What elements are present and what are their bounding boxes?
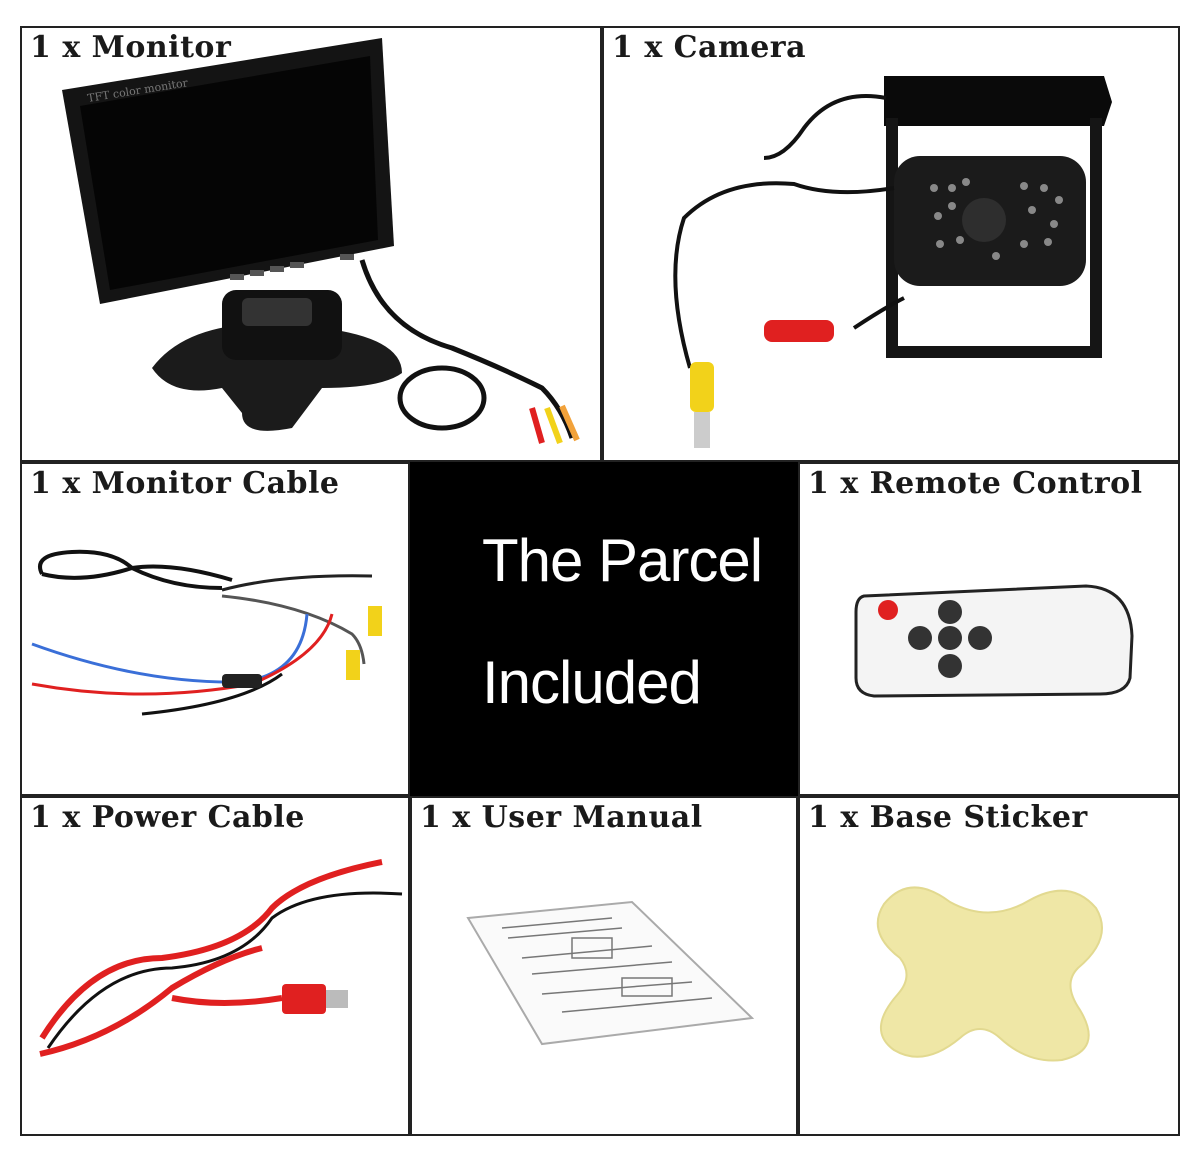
monitor-cable-image — [31, 549, 382, 716]
parcel-included-banner: The Parcel Included — [410, 462, 798, 796]
power-cable-cell: 1 x Power Cable — [20, 796, 410, 1136]
base-sticker-label: 1 x Base Sticker — [808, 800, 1088, 835]
user-manual-image — [466, 900, 755, 1046]
user-manual-label: 1 x User Manual — [420, 800, 703, 835]
base-sticker-image — [876, 886, 1103, 1062]
monitor-image: TFT color monitor — [62, 38, 580, 445]
monitor-label: 1 x Monitor — [30, 30, 232, 65]
remote-control-label: 1 x Remote Control — [808, 466, 1143, 501]
camera-image — [673, 76, 1112, 448]
camera-label: 1 x Camera — [612, 30, 807, 65]
power-cable-image — [39, 859, 403, 1057]
power-cable-label: 1 x Power Cable — [30, 800, 305, 835]
banner-line-2: Included — [482, 649, 702, 716]
banner-line-1: The Parcel — [482, 527, 763, 594]
monitor-cable-cell: 1 x Monitor Cable — [20, 462, 410, 796]
monitor-cable-label: 1 x Monitor Cable — [30, 466, 340, 501]
camera-cell: 1 x Camera — [602, 26, 1180, 462]
user-manual-cell: 1 x User Manual — [410, 796, 798, 1136]
base-sticker-cell: 1 x Base Sticker — [798, 796, 1180, 1136]
monitor-cell: TFT color monitor 1 x Monitor — [20, 26, 602, 462]
remote-control-cell: 1 x Remote Control — [798, 462, 1180, 796]
remote-control-image — [854, 584, 1134, 698]
